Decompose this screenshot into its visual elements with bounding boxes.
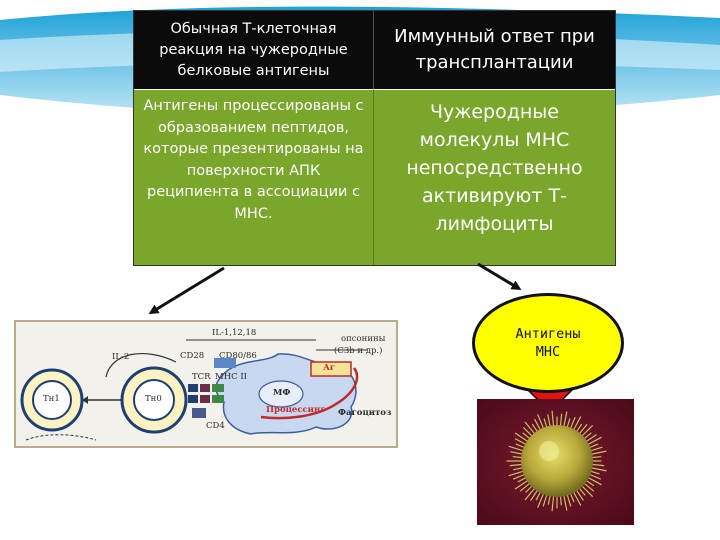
arrow-right-icon [477,262,522,291]
header-left: Обычная Т-клеточная реакция на чужеродны… [134,11,374,89]
body-right: Чужеродные молекулы МНС непосредственно … [374,89,615,265]
label-processing: Процессинг [266,405,326,415]
ellipse-label: Антигены МНС [515,326,581,360]
lymphocyte-photo [477,399,634,525]
body-left: Антигены процессированы с образованием п… [134,89,374,265]
label-il-1-12-18: IL-1,12,18 [212,328,257,338]
header-right: Иммунный ответ при трансплантации [374,11,615,89]
mhc-antigens-ellipse: Антигены МНС [472,293,624,393]
diagram-drawing [20,339,368,441]
arrow-left-icon [148,266,225,315]
label-ag: Аг [323,363,336,373]
label-opsonins: опсонины [341,334,386,344]
label-cd28: CD28 [180,351,205,361]
label-il-2: IL-2 [112,352,130,362]
label-th0: Тн0 [145,394,162,404]
comparison-table: Обычная Т-клеточная реакция на чужеродны… [133,10,616,266]
label-mf: МФ [273,388,291,398]
label-cd4: CD4 [206,421,225,431]
label-th1: Тн1 [43,394,60,404]
label-opsonins-sub: (C3b и др.) [334,346,383,356]
immune-diagram: IL-1,12,18 IL-2 CD28 CD80/86 опсонины (C… [14,320,398,448]
label-phagocytosis: Фагоцитоз [338,408,392,418]
label-cd80-86: CD80/86 [219,351,257,361]
label-mhc2: MHC II [215,372,248,382]
label-tcr: TCR [192,372,211,382]
